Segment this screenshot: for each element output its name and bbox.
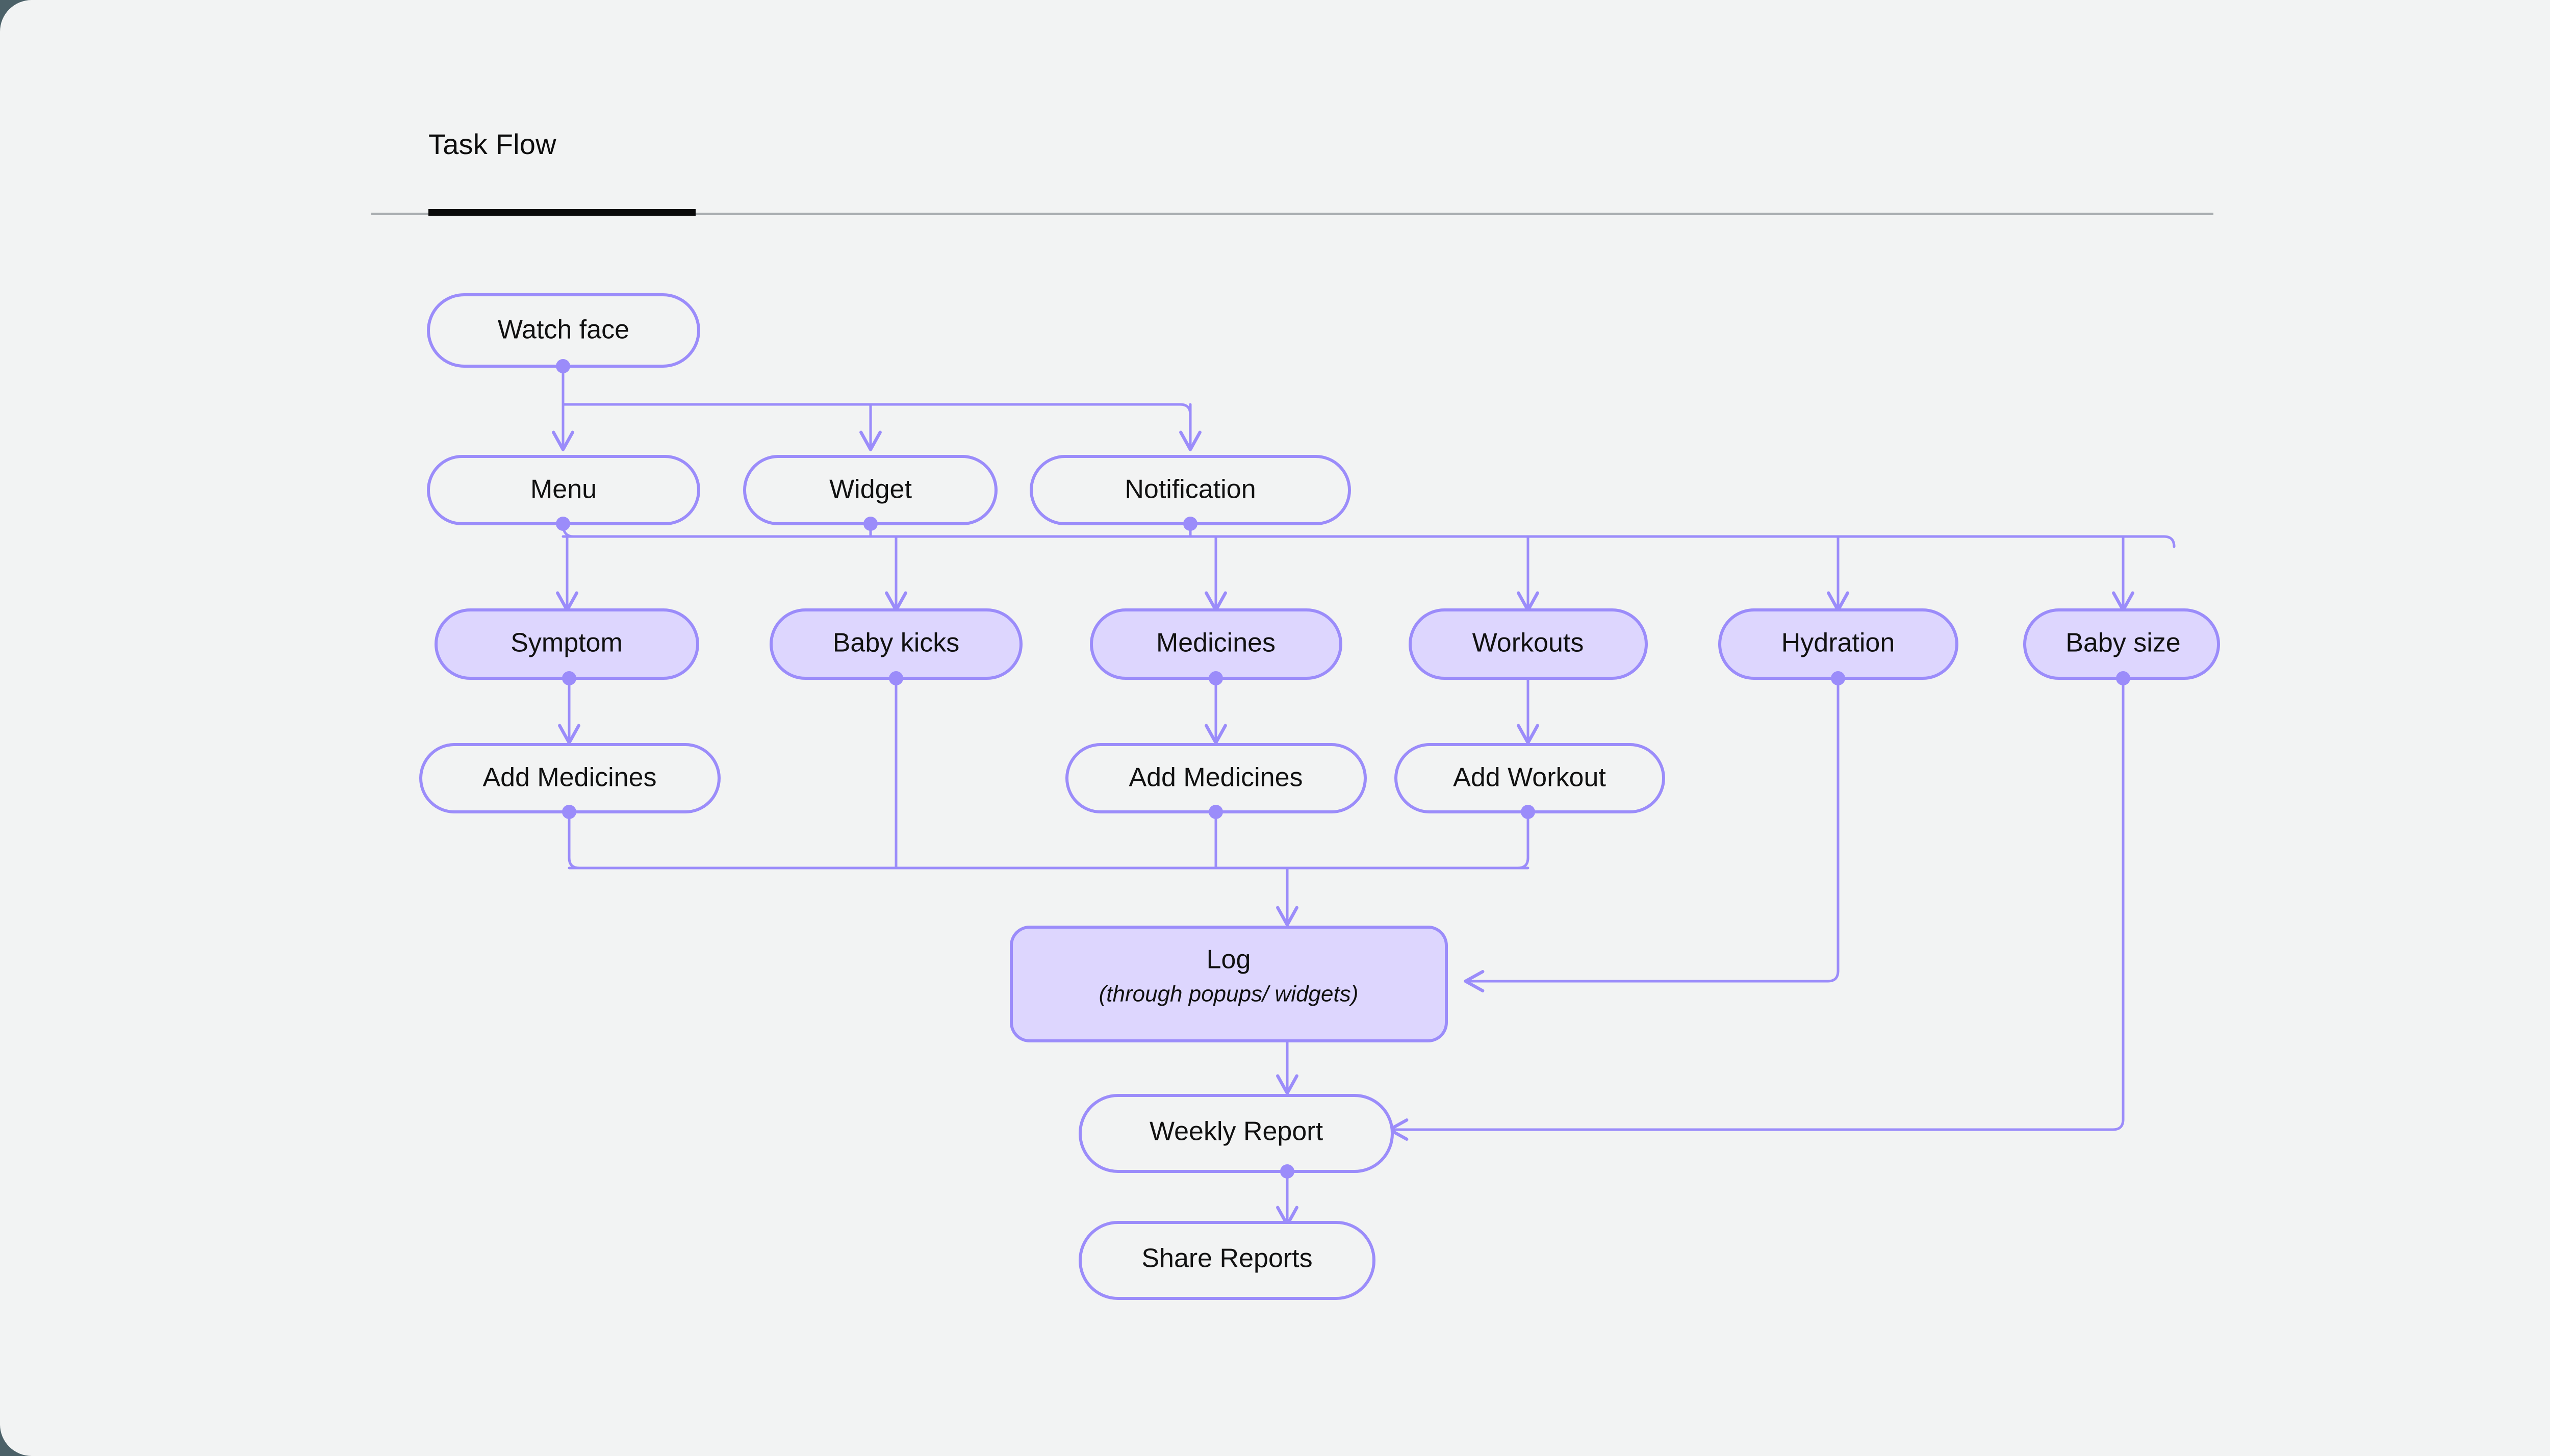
node-baby-kicks[interactable]: Baby kicks	[770, 608, 1023, 685]
connector-dot	[1209, 805, 1223, 819]
node-weekly-report-label: Weekly Report	[1150, 1117, 1323, 1146]
node-share-reports-label: Share Reports	[1141, 1244, 1312, 1273]
node-hydration[interactable]: Hydration	[1718, 608, 1958, 685]
edge-babysize-weeklyreport	[1388, 677, 2125, 1141]
node-add-workout-label: Add Workout	[1453, 763, 1606, 793]
connector-dot	[1209, 671, 1223, 685]
node-weekly-report[interactable]: Weekly Report	[1079, 1094, 1394, 1179]
edge-bus-row2	[562, 403, 1192, 416]
tab-task-flow[interactable]: Task Flow	[428, 128, 556, 160]
node-add-medicines-2[interactable]: Add Medicines	[1065, 743, 1367, 819]
node-hydration-label: Hydration	[1781, 628, 1895, 658]
node-log-label: Log	[1207, 945, 1251, 975]
node-add-medicines-1[interactable]: Add Medicines	[419, 743, 721, 819]
connector-dot	[889, 671, 903, 685]
connector-dot	[1831, 671, 1845, 685]
connector-dot	[863, 517, 878, 531]
edge-addworkout-merge	[1516, 810, 1529, 870]
node-workouts[interactable]: Workouts	[1409, 608, 1648, 680]
node-log[interactable]: Log (through popups/ widgets)	[1010, 926, 1448, 1042]
connector-dot	[562, 671, 576, 685]
edge-row3-bus	[562, 535, 2176, 548]
node-widget-label: Widget	[829, 475, 912, 504]
connector-dot	[1280, 1164, 1294, 1179]
node-notification[interactable]: Notification	[1030, 455, 1351, 531]
connector-dot	[1183, 517, 1197, 531]
node-add-workout[interactable]: Add Workout	[1394, 743, 1665, 819]
node-add-medicines-1-label: Add Medicines	[482, 763, 656, 793]
node-workouts-label: Workouts	[1472, 628, 1584, 658]
node-notification-label: Notification	[1125, 475, 1256, 504]
connector-dot	[2116, 671, 2130, 685]
node-watch-face[interactable]: Watch face	[427, 293, 700, 373]
node-medicines[interactable]: Medicines	[1090, 608, 1342, 685]
node-baby-kicks-label: Baby kicks	[833, 628, 960, 658]
node-menu[interactable]: Menu	[427, 455, 700, 531]
node-baby-size-label: Baby size	[2066, 628, 2180, 658]
node-widget[interactable]: Widget	[743, 455, 998, 531]
connector-dot	[1521, 805, 1535, 819]
tab-active-indicator	[428, 209, 696, 216]
node-medicines-label: Medicines	[1156, 628, 1276, 658]
node-add-medicines-2-label: Add Medicines	[1129, 763, 1303, 793]
connector-dot	[556, 359, 570, 373]
connector-dot	[556, 517, 570, 531]
edge-addmed1-merge	[568, 810, 581, 870]
tab-divider	[371, 213, 2213, 215]
edge-hydration-log	[1464, 677, 1840, 992]
node-symptom-label: Symptom	[511, 628, 623, 658]
node-baby-size[interactable]: Baby size	[2023, 608, 2220, 685]
node-log-sublabel: (through popups/ widgets)	[1099, 982, 1359, 1007]
tab-bar: Task Flow	[371, 127, 2213, 216]
node-menu-label: Menu	[530, 475, 597, 504]
connector-dot	[562, 805, 576, 819]
node-symptom[interactable]: Symptom	[435, 608, 699, 685]
node-share-reports[interactable]: Share Reports	[1079, 1221, 1375, 1300]
node-watch-face-label: Watch face	[498, 315, 629, 345]
